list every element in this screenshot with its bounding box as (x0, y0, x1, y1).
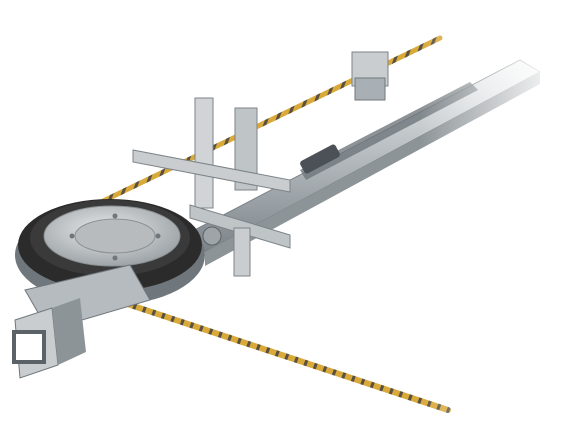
mounting-base (12, 264, 151, 379)
rear-bracket (351, 51, 389, 101)
guide-pulley (15, 199, 205, 305)
cross-clamp (132, 97, 291, 277)
diamond-wire-lower (67, 282, 451, 413)
